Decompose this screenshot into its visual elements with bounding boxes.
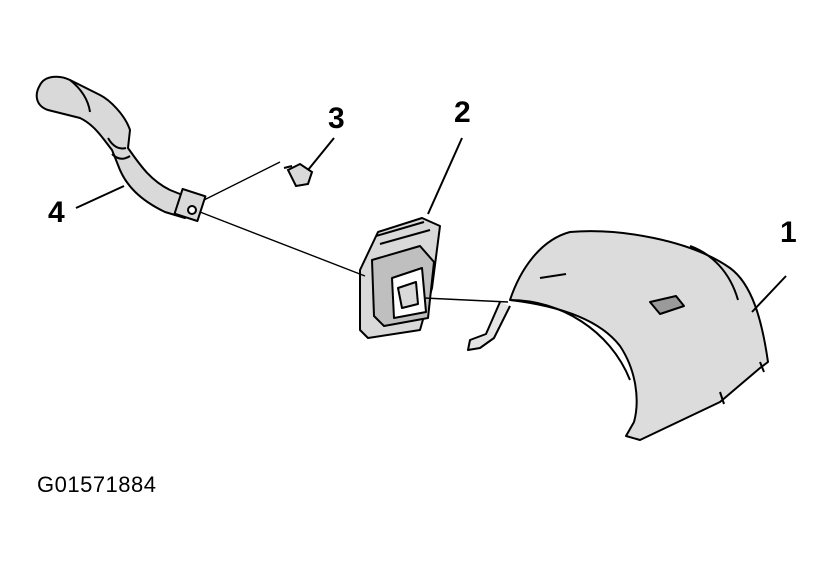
callout-3: 3	[328, 102, 345, 135]
callout-leaders	[75, 137, 787, 313]
callout-2: 2	[454, 96, 471, 129]
callout-1: 1	[780, 216, 797, 249]
part-4-hose	[35, 75, 207, 223]
part-3-clip	[283, 162, 314, 188]
assembly-lines	[199, 161, 509, 303]
part-1-cover	[467, 230, 769, 441]
callout-4: 4	[48, 196, 65, 229]
figure-id: G01571884	[37, 472, 157, 497]
part-2-grommet	[359, 217, 441, 339]
